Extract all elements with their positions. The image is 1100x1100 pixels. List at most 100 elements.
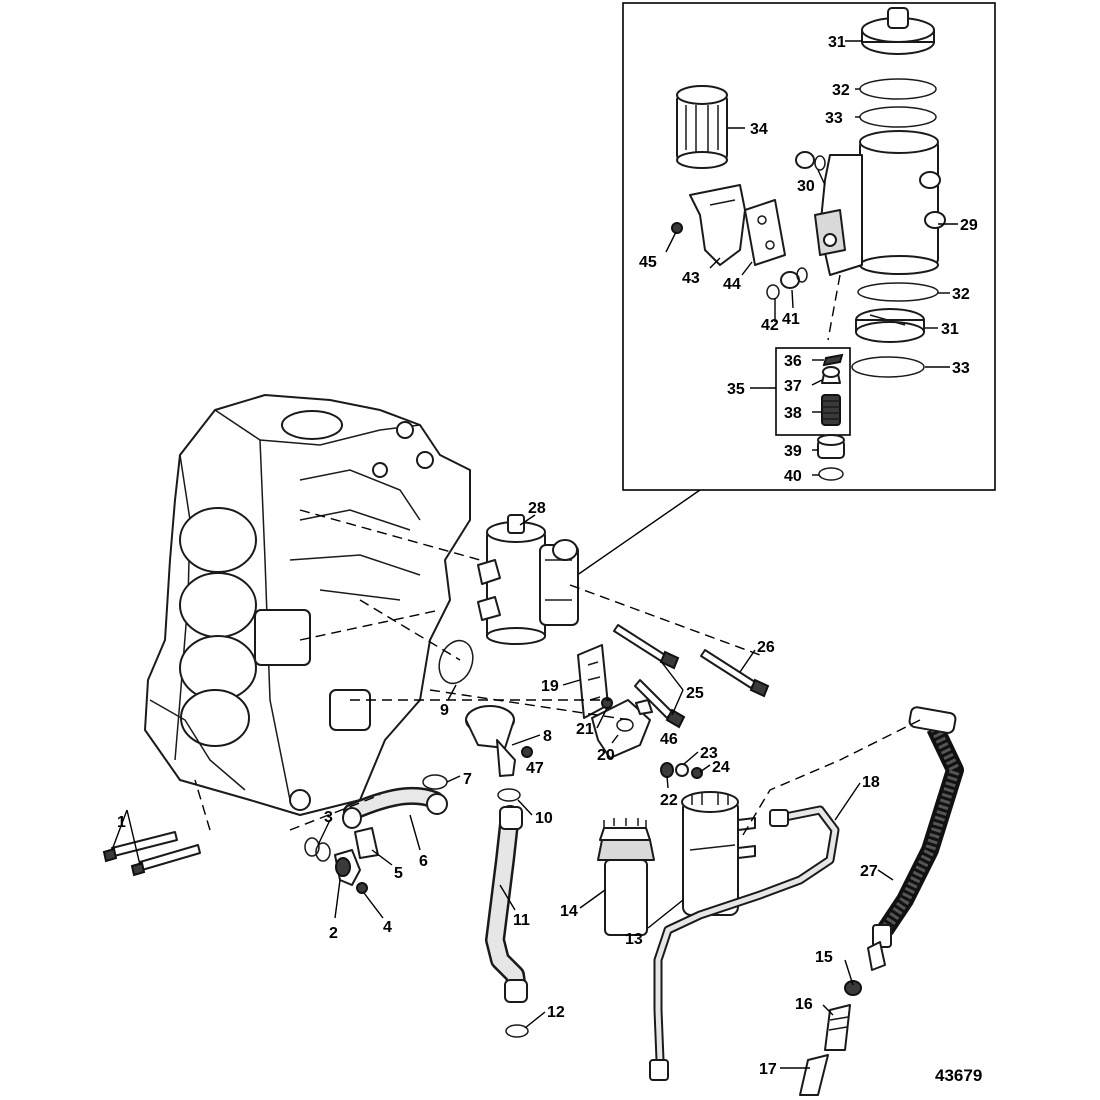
callout-27: 27 bbox=[860, 863, 878, 880]
part-47-screw bbox=[521, 746, 533, 758]
callout-12: 12 bbox=[547, 1004, 565, 1021]
callout-5: 5 bbox=[394, 865, 403, 882]
callout-22: 22 bbox=[660, 792, 678, 809]
callout-17: 17 bbox=[759, 1061, 777, 1078]
callout-26: 26 bbox=[757, 639, 775, 656]
part-24-screw bbox=[691, 767, 703, 779]
callout-29: 29 bbox=[960, 217, 978, 234]
part-43-bracket bbox=[689, 184, 746, 266]
part-4-screw bbox=[356, 882, 368, 894]
callout-43: 43 bbox=[682, 270, 700, 287]
callout-18: 18 bbox=[862, 774, 880, 791]
assembly-lines bbox=[194, 274, 921, 841]
callout-32-bottom: 32 bbox=[952, 286, 970, 303]
callout-7: 7 bbox=[463, 771, 472, 788]
callout-37: 37 bbox=[784, 378, 802, 395]
part-12-clamp bbox=[505, 1024, 529, 1038]
callout-3: 3 bbox=[324, 809, 333, 826]
callout-labels: 1 2 3 4 5 6 7 8 9 10 11 12 13 14 15 16 1… bbox=[117, 34, 982, 1085]
part-31-top-cap bbox=[861, 7, 935, 55]
inset-pointer-line bbox=[569, 489, 701, 581]
part-28-filter-housing bbox=[477, 514, 579, 645]
part-27-corrugated-hose bbox=[872, 706, 964, 948]
leader-lines bbox=[111, 40, 958, 1069]
part-10-clamp bbox=[497, 788, 521, 802]
callout-6: 6 bbox=[419, 853, 428, 870]
part-31-bottom-cap bbox=[855, 308, 925, 343]
callout-40: 40 bbox=[784, 468, 802, 485]
part-39-plug bbox=[817, 434, 845, 459]
part-22-washer bbox=[660, 762, 674, 778]
part-33-ring-bottom bbox=[851, 356, 925, 378]
callout-44: 44 bbox=[723, 276, 741, 293]
part-32-seal-bottom bbox=[857, 282, 939, 302]
callout-42: 42 bbox=[761, 317, 779, 334]
part-41-fitting bbox=[780, 267, 808, 289]
callout-39: 39 bbox=[784, 443, 802, 460]
callout-46: 46 bbox=[660, 731, 678, 748]
part-38-spring bbox=[821, 394, 841, 426]
part-17-fitting bbox=[799, 1054, 829, 1096]
part-2-elbow-fitting bbox=[334, 849, 361, 886]
part-15-clamp bbox=[844, 941, 886, 996]
part-9-o-ring bbox=[438, 639, 474, 685]
callout-33-bottom: 33 bbox=[952, 360, 970, 377]
part-35-valve-kit-box bbox=[775, 347, 851, 436]
part-44-gasket bbox=[744, 199, 786, 266]
part-5-coupler bbox=[354, 827, 379, 859]
part-29-filter-body bbox=[814, 130, 946, 276]
part-37-valve bbox=[821, 366, 841, 384]
callout-25: 25 bbox=[686, 685, 704, 702]
callout-11: 11 bbox=[513, 912, 530, 929]
part-6-hose bbox=[342, 786, 448, 829]
callout-34: 34 bbox=[750, 121, 768, 138]
callout-31-bottom: 31 bbox=[941, 321, 959, 338]
part-1-bolts bbox=[102, 831, 201, 877]
engine-block bbox=[144, 394, 471, 816]
part-3-o-rings bbox=[304, 837, 331, 862]
part-40-o-ring bbox=[818, 467, 844, 481]
part-46-clip bbox=[635, 699, 653, 715]
part-11-hose bbox=[485, 805, 528, 1003]
callout-1: 1 bbox=[117, 814, 126, 831]
callout-8: 8 bbox=[543, 728, 552, 745]
callout-23: 23 bbox=[700, 745, 718, 762]
part-7-clamp bbox=[422, 774, 448, 790]
part-18-fuel-line bbox=[649, 805, 840, 1081]
callout-45: 45 bbox=[639, 254, 657, 271]
callout-15: 15 bbox=[815, 949, 833, 966]
callout-2: 2 bbox=[329, 925, 338, 942]
part-8-thermostat-cover bbox=[465, 705, 516, 777]
part-45-screw bbox=[671, 222, 683, 234]
part-13-canister bbox=[681, 791, 756, 916]
part-32-seal-top bbox=[859, 78, 937, 100]
part-42-o-ring bbox=[766, 284, 780, 300]
part-20-bracket bbox=[591, 699, 651, 759]
callout-14: 14 bbox=[560, 903, 578, 920]
callout-16: 16 bbox=[795, 996, 813, 1013]
figure-number: 43679 bbox=[935, 1066, 982, 1085]
callout-32-top: 32 bbox=[832, 82, 850, 99]
part-30-plug bbox=[795, 151, 826, 171]
callout-31-top: 31 bbox=[828, 34, 846, 51]
callout-30: 30 bbox=[797, 178, 815, 195]
callout-33-top: 33 bbox=[825, 110, 843, 127]
part-36-clip bbox=[822, 353, 844, 367]
callout-13: 13 bbox=[625, 931, 643, 948]
detail-inset-frame bbox=[622, 2, 996, 491]
callout-24: 24 bbox=[712, 759, 730, 776]
part-14-filter-element bbox=[597, 818, 655, 936]
callout-36: 36 bbox=[784, 353, 802, 370]
callout-38: 38 bbox=[784, 405, 802, 422]
part-19-gasket bbox=[577, 644, 609, 719]
callout-28: 28 bbox=[528, 500, 546, 517]
callout-21: 21 bbox=[576, 721, 594, 738]
callout-4: 4 bbox=[383, 919, 392, 936]
callout-9: 9 bbox=[440, 702, 449, 719]
part-16-connector bbox=[824, 1004, 851, 1051]
part-34-oil-filter bbox=[676, 85, 728, 169]
callout-47: 47 bbox=[526, 760, 544, 777]
callout-20: 20 bbox=[597, 747, 615, 764]
part-23-nut bbox=[675, 763, 689, 777]
